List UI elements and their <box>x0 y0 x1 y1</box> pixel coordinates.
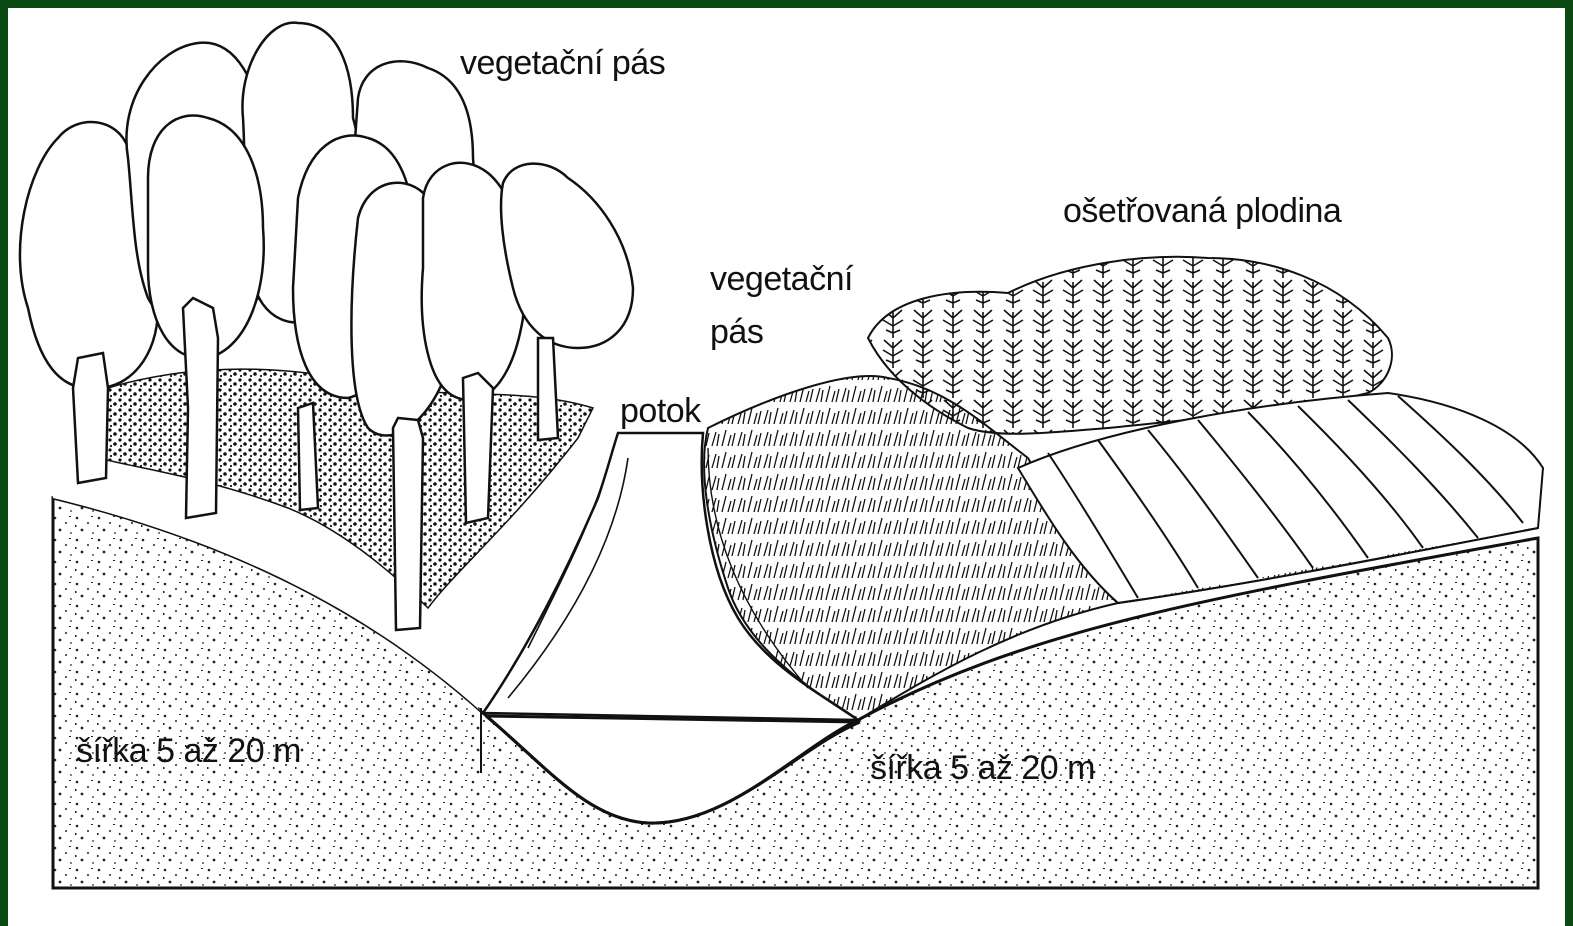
vegetation-strip-label-right-line2: pás <box>710 315 763 349</box>
width-label-left: šířka 5 až 20 m <box>76 734 301 768</box>
vegetation-strip-label-right-line1: vegetační <box>710 262 853 296</box>
stream-label: potok <box>618 394 703 428</box>
riparian-buffer-illustration <box>8 8 1565 926</box>
treated-crop-label: ošetřovaná plodina <box>1063 194 1341 228</box>
diagram-frame: vegetační pás ošetřovaná plodina vegetač… <box>8 8 1565 926</box>
width-label-right: šířka 5 až 20 m <box>870 751 1095 785</box>
vegetation-strip-label-left: vegetační pás <box>460 46 665 80</box>
